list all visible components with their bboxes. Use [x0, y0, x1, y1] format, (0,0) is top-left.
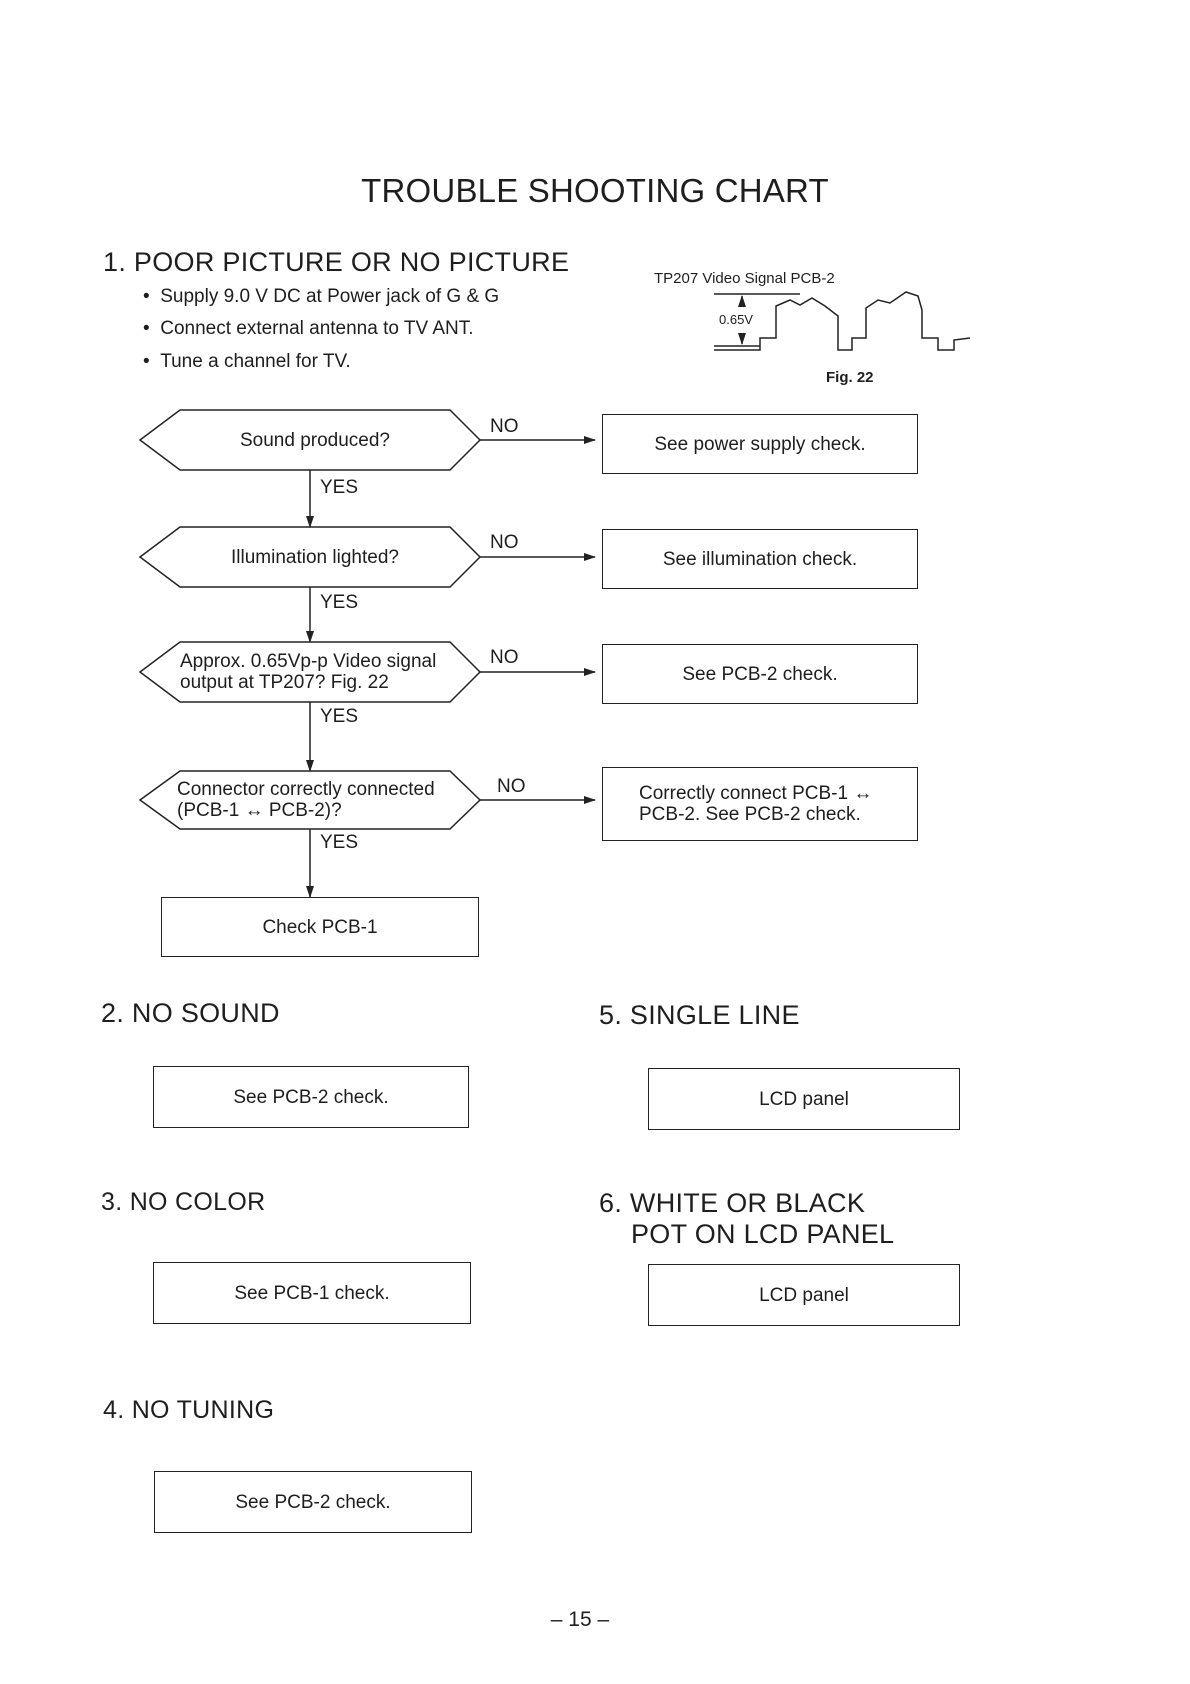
bullet-2-text: Connect external antenna to TV ANT.	[160, 318, 474, 339]
section-6-heading: 6. WHITE OR BLACK POT ON LCD PANEL	[599, 1188, 894, 1250]
yes-label-2: YES	[320, 592, 359, 613]
action-box-pcb2: See PCB-2 check.	[602, 644, 918, 704]
bullet-3: • Tune a channel for TV.	[143, 351, 351, 372]
decision-3-question-line1: Approx. 0.65Vp-p Video signal	[180, 651, 437, 672]
figure-amplitude-label: 0.65V	[719, 312, 753, 327]
final-box-check-pcb1: Check PCB-1	[161, 897, 479, 957]
section-1-heading: 1. POOR PICTURE OR NO PICTURE	[103, 247, 570, 277]
no-label-2: NO	[490, 532, 519, 553]
decision-2-question: Illumination lighted?	[231, 546, 399, 568]
decision-4-question-line2: (PCB-1 ↔ PCB-2)?	[177, 800, 342, 821]
decision-4-question-line1: Connector correctly connected	[177, 779, 435, 800]
page-number: – 15 –	[550, 1608, 610, 1631]
section-5-action-box: LCD panel	[648, 1068, 960, 1130]
section-3-heading: 3. NO COLOR	[101, 1188, 266, 1216]
action-box-connector-line1: Correctly connect PCB-1 ↔	[639, 783, 873, 804]
page-title: TROUBLE SHOOTING CHART	[361, 172, 829, 209]
section-6-heading-line2: POT ON LCD PANEL	[631, 1219, 895, 1249]
decision-3-question-line2: output at TP207? Fig. 22	[180, 672, 389, 693]
yes-label-4: YES	[320, 832, 359, 853]
yes-label-3: YES	[320, 706, 359, 727]
section-2-heading: 2. NO SOUND	[101, 998, 280, 1028]
section-6-heading-line1: 6. WHITE OR BLACK	[599, 1188, 866, 1218]
yes-label-1: YES	[320, 477, 359, 498]
bullet-2: • Connect external antenna to TV ANT.	[143, 318, 474, 339]
bullet-1-text: Supply 9.0 V DC at Power jack of G & G	[160, 286, 500, 307]
figure-caption: Fig. 22	[826, 369, 874, 386]
section-2-action-box: See PCB-2 check.	[153, 1066, 469, 1128]
action-box-connector-line2: PCB-2. See PCB-2 check.	[639, 804, 861, 825]
no-label-1: NO	[490, 416, 519, 437]
no-label-4: NO	[497, 776, 526, 797]
section-3-action-box: See PCB-1 check.	[153, 1262, 471, 1324]
bullet-1: • Supply 9.0 V DC at Power jack of G & G	[143, 286, 500, 307]
decision-3-question: Approx. 0.65Vp-p Video signal output at …	[180, 642, 460, 702]
action-box-power-supply: See power supply check.	[602, 414, 918, 474]
decision-1-question: Sound produced?	[239, 429, 390, 451]
action-box-connector: Correctly connect PCB-1 ↔ PCB-2. See PCB…	[602, 767, 918, 841]
section-4-heading: 4. NO TUNING	[103, 1396, 275, 1424]
section-5-heading: 5. SINGLE LINE	[599, 1000, 800, 1030]
section-6-action-box: LCD panel	[648, 1264, 960, 1326]
action-box-illumination: See illumination check.	[602, 529, 918, 589]
bullet-3-text: Tune a channel for TV.	[160, 351, 351, 372]
figure-caption-top: TP207 Video Signal PCB-2	[654, 270, 835, 287]
section-4-action-box: See PCB-2 check.	[154, 1471, 472, 1533]
video-waveform	[714, 291, 971, 351]
no-label-3: NO	[490, 647, 519, 668]
decision-4-question: Connector correctly connected (PCB-1 ↔ P…	[177, 771, 467, 829]
